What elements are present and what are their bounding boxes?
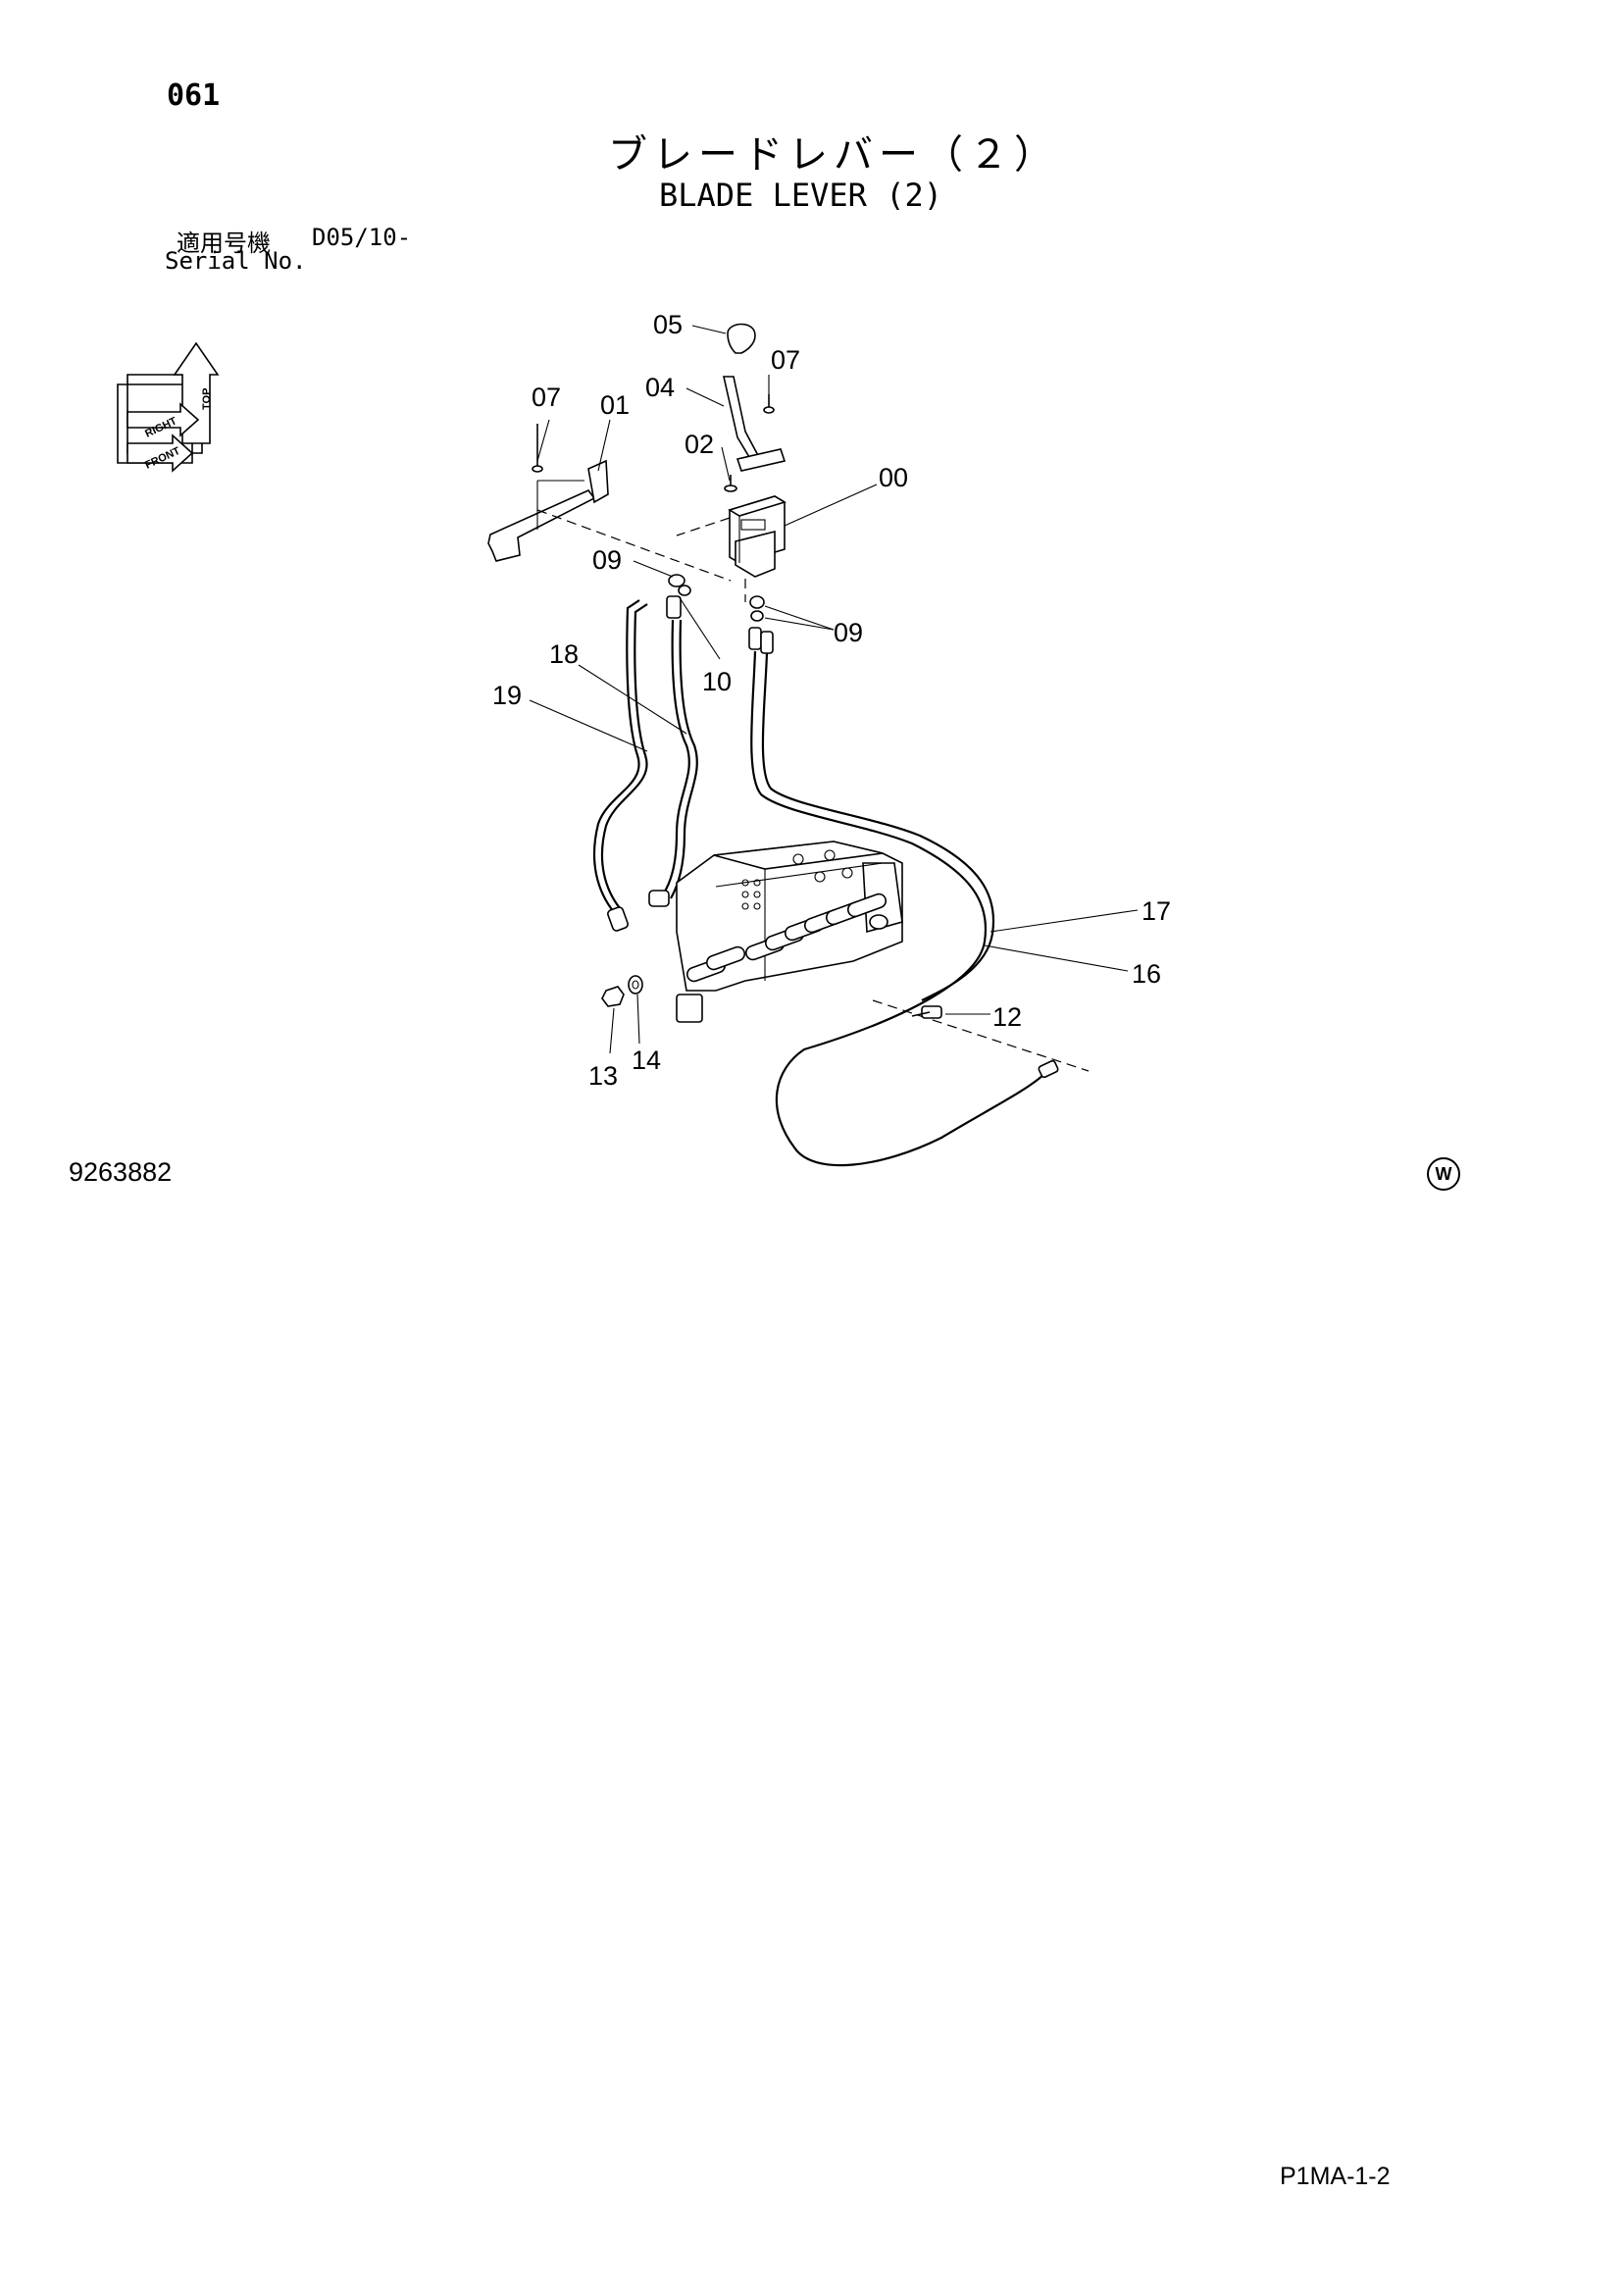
- fitting-09-left: [668, 574, 691, 596]
- callout-16: 16: [1132, 959, 1161, 989]
- callout-04: 04: [645, 373, 675, 402]
- hose-17: [750, 650, 1046, 1167]
- leader-lines: [529, 325, 1139, 1054]
- callout-01: 01: [600, 390, 630, 420]
- title-english: BLADE LEVER (2): [659, 177, 942, 214]
- page-reference: P1MA-1-2: [1280, 2163, 1391, 2190]
- fitting-12: [911, 1005, 942, 1019]
- orientation-icon: TOP FRONT RIGHT: [117, 341, 220, 473]
- drawing-number: 9263882: [69, 1157, 173, 1187]
- callout-02: 02: [685, 430, 714, 459]
- control-valve: [676, 841, 903, 1023]
- fitting-10: [666, 595, 682, 619]
- hose-18: [648, 619, 698, 907]
- title-japanese: ブレードレバー（２）: [608, 132, 1059, 178]
- serial-value: D05/10-: [312, 224, 412, 251]
- callout-18: 18: [549, 639, 579, 669]
- callout-07-right: 07: [771, 345, 800, 375]
- callout-05: 05: [653, 310, 683, 339]
- pilot-valve-00: [728, 495, 787, 578]
- washer-14: [628, 975, 643, 995]
- assembly-guide-lines: [536, 509, 1090, 1072]
- callout-17: 17: [1142, 896, 1171, 926]
- callout-09-right: 09: [834, 618, 863, 647]
- hose-16: [761, 652, 1059, 1079]
- page-number: 061: [167, 78, 221, 113]
- callout-00: 00: [879, 463, 908, 492]
- callout-09-left: 09: [592, 545, 622, 575]
- bracket-01: [487, 459, 609, 562]
- callouts: 00 01 02 04 05 07 07 09 09 10 12 13 14 1…: [492, 310, 1171, 1091]
- serial-label-japanese: 適用号機: [177, 230, 271, 257]
- callout-13: 13: [588, 1061, 618, 1091]
- callout-19: 19: [492, 681, 522, 710]
- callout-14: 14: [632, 1046, 661, 1075]
- valve-spools: [685, 893, 888, 983]
- screw-02: [724, 475, 737, 492]
- lever-04: [722, 376, 787, 472]
- fitting-09-right: [748, 595, 774, 654]
- callout-12: 12: [992, 1002, 1022, 1032]
- hose-19: [592, 599, 648, 932]
- serial-label-english: Serial No.: [165, 247, 307, 275]
- screw-07-right: [763, 394, 775, 414]
- knob-05: [727, 323, 756, 354]
- orientation-label-top: TOP: [201, 388, 213, 410]
- valve-ports: [741, 849, 853, 910]
- w-mark: W: [1427, 1157, 1460, 1191]
- callout-10: 10: [702, 667, 732, 696]
- callout-07-left: 07: [532, 383, 561, 412]
- nut-13: [601, 986, 625, 1007]
